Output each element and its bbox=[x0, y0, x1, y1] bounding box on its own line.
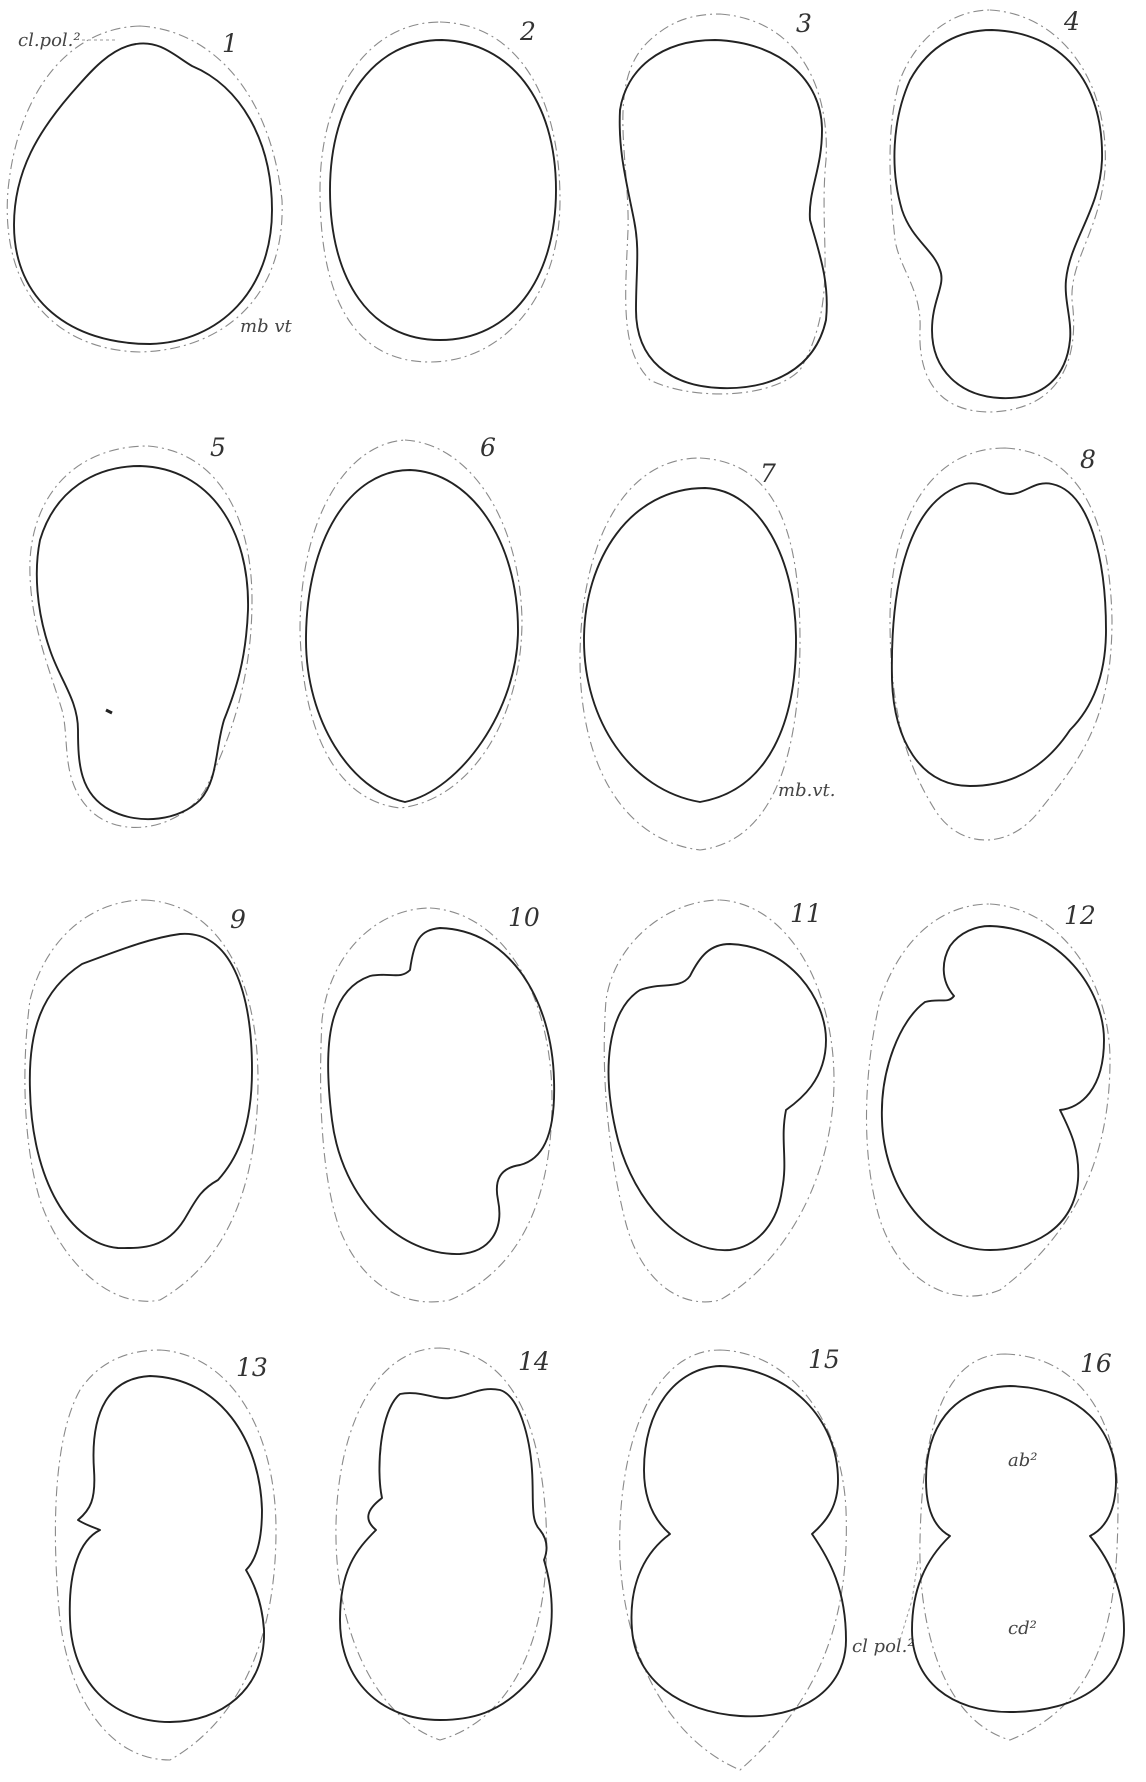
figure-16: 16 ab² cd² bbox=[912, 1349, 1124, 1740]
figure-12-number: 12 bbox=[1064, 901, 1096, 930]
figure-11-number: 11 bbox=[790, 899, 822, 928]
figure-4-number: 4 bbox=[1063, 7, 1080, 36]
figure-15: 15 cl pol.² bbox=[620, 1345, 918, 1770]
figure-2-number: 2 bbox=[519, 17, 536, 46]
figure-3: 3 bbox=[620, 9, 827, 394]
figure-6: 6 bbox=[300, 433, 522, 808]
figure-7: 7 mb.vt. bbox=[580, 458, 835, 850]
figure-8: 8 bbox=[890, 445, 1112, 840]
figure-8-number: 8 bbox=[1080, 445, 1096, 474]
figure-2: 2 bbox=[320, 17, 560, 362]
figure-10-number: 10 bbox=[508, 903, 540, 932]
figure-7-number: 7 bbox=[760, 459, 776, 488]
figure-14-number: 14 bbox=[518, 1347, 550, 1376]
figure-4: 4 bbox=[890, 7, 1105, 412]
figure-14: 14 bbox=[336, 1347, 552, 1740]
figure-11: 11 bbox=[604, 899, 834, 1302]
cl-pol-label: cl.pol.² bbox=[18, 30, 81, 51]
figure-5: 5 bbox=[30, 433, 252, 827]
cl-pol-label-15: cl pol.² bbox=[852, 1636, 915, 1657]
figure-10: 10 bbox=[321, 903, 555, 1302]
figure-9: 9 bbox=[25, 900, 258, 1301]
ab2-label: ab² bbox=[1008, 1450, 1037, 1471]
figure-16-number: 16 bbox=[1080, 1349, 1112, 1378]
figure-9-number: 9 bbox=[230, 905, 246, 934]
figure-3-number: 3 bbox=[796, 9, 812, 38]
figure-12: 12 bbox=[867, 901, 1111, 1296]
figure-6-number: 6 bbox=[480, 433, 496, 462]
mb-vt-label: mb vt bbox=[240, 316, 292, 337]
figure-1-number: 1 bbox=[222, 29, 238, 58]
figure-1: 1 cl.pol.² mb vt bbox=[7, 26, 292, 352]
figure-13: 13 bbox=[55, 1350, 276, 1760]
figure-5-number: 5 bbox=[210, 433, 226, 462]
figure-13-number: 13 bbox=[236, 1353, 268, 1382]
cd2-label: cd² bbox=[1008, 1618, 1037, 1639]
figure-15-number: 15 bbox=[808, 1345, 840, 1374]
mb-vt-label-7: mb.vt. bbox=[778, 780, 835, 801]
